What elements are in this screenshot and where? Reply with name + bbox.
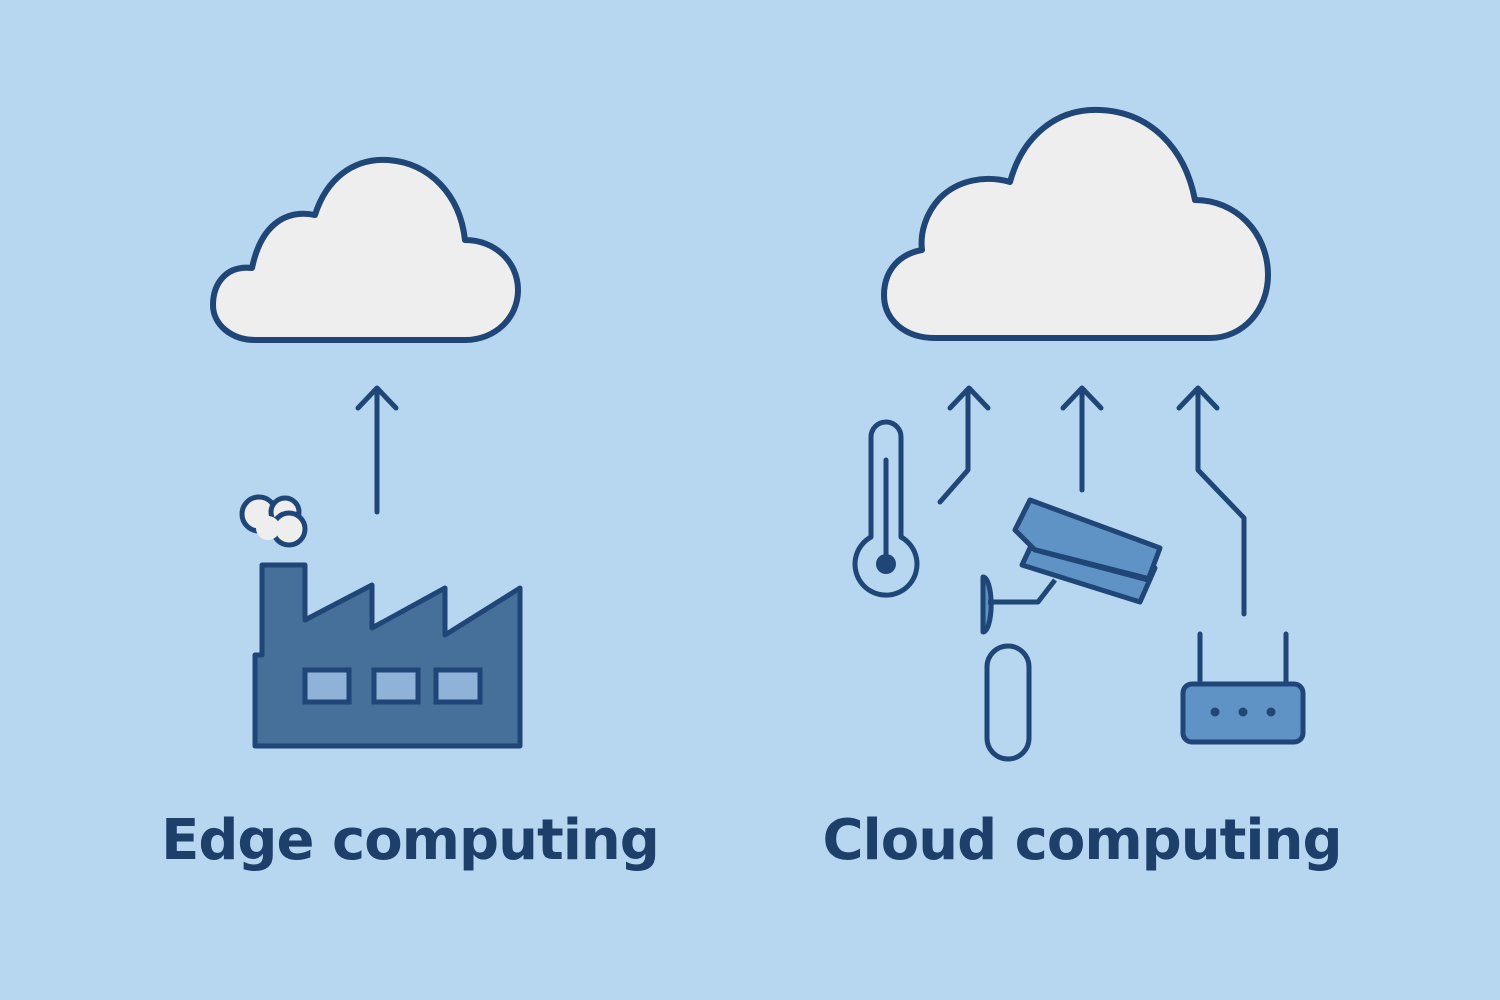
cloud-icon [210, 156, 521, 343]
router-led [1266, 707, 1276, 717]
factory-icon [252, 562, 523, 749]
arrow-up-icon [355, 385, 399, 515]
cloud-computing-label: Cloud computing [822, 808, 1342, 873]
security-camera-icon [980, 497, 1163, 635]
edge-panel [210, 156, 523, 749]
router-led [1238, 707, 1248, 717]
edge-computing-label: Edge computing [161, 808, 660, 873]
cloud-icon [881, 106, 1271, 341]
smoke-icon [239, 494, 308, 548]
cloud-panel [852, 106, 1306, 762]
sensor-capsule-icon [984, 643, 1032, 762]
arrow-up-icon [937, 385, 991, 505]
thermometer-icon [852, 419, 920, 598]
factory-window [371, 667, 421, 705]
router-icon [1180, 631, 1306, 745]
arrow-up-icon [1176, 385, 1247, 617]
router-led [1210, 707, 1220, 717]
factory-window [433, 667, 483, 705]
factory-window [302, 667, 352, 705]
arrow-up-icon [1060, 385, 1104, 493]
